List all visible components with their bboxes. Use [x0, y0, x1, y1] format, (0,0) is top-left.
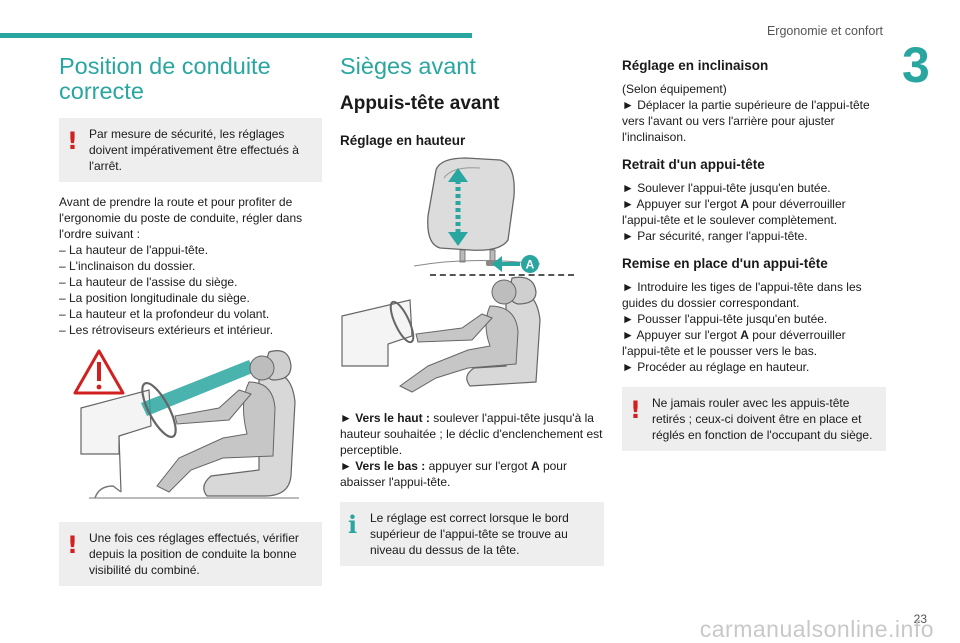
- headrest-illustration: A: [413, 157, 541, 274]
- info-box: i Le réglage est correct lorsque le bord…: [340, 502, 604, 567]
- column-driving-position: Position de conduite correcte ! Par mesu…: [59, 53, 322, 587]
- warning-box-headrest: ! Ne jamais rouler avec les appuis-tête …: [622, 387, 886, 451]
- section-title: Ergonomie et confort: [766, 24, 883, 38]
- warning-box: ! Par mesure de sécurité, les réglages d…: [59, 118, 322, 183]
- down-label: ► Vers le bas :: [340, 459, 426, 474]
- instruction-down: ► Vers le bas : appuyer sur l'ergot A po…: [340, 459, 567, 490]
- up-label: ► Vers le haut :: [340, 411, 430, 426]
- heading-driving-position: Position de conduite correcte: [59, 53, 271, 105]
- warning-text: Par mesure de sécurité, les réglages doi…: [89, 127, 299, 174]
- step-3: – La hauteur de l'assise du siège.: [59, 275, 238, 290]
- exclamation-icon: !: [630, 396, 641, 424]
- column-headrest-adjustments: Réglage en inclinaison (Selon équipement…: [622, 58, 886, 451]
- step-4: – La position longitudinale du siège.: [59, 291, 250, 306]
- driving-position-illustration: [73, 349, 299, 499]
- info-text: Le réglage est correct lorsque le bord s…: [370, 511, 569, 558]
- warning-text: Une fois ces réglages effectués, vérifie…: [89, 531, 299, 578]
- step-1: – La hauteur de l'appui-tête.: [59, 243, 209, 258]
- step-6: – Les rétroviseurs extérieurs et intérie…: [59, 323, 274, 338]
- refit-step-4: ► Procéder au réglage en hauteur.: [622, 360, 810, 374]
- remove-step-1: ► Soulever l'appui-tête jusqu'en butée.: [622, 181, 831, 195]
- header-accent-bar: [0, 33, 472, 38]
- intro-text: Avant de prendre la route et pour profit…: [59, 195, 303, 242]
- exclamation-icon: !: [67, 531, 78, 560]
- tilt-note: (Selon équipement): [622, 82, 727, 96]
- remove-step-2: ► Appuyer sur l'ergot A pour déverrouill…: [622, 197, 846, 227]
- warning-text: Ne jamais rouler avec les appuis-tête re…: [652, 396, 873, 442]
- watermark: carmanualsonline.info: [699, 616, 934, 642]
- exclamation-icon: !: [67, 127, 78, 156]
- heading-front-seats: Sièges avant: [340, 53, 476, 79]
- page-number: 23: [913, 612, 927, 626]
- instruction-up: ► Vers le haut : soulever l'appui-tête j…: [340, 411, 603, 458]
- column-front-seats: Sièges avant Appuis-tête avant Réglage e…: [340, 53, 604, 567]
- warning-triangle-icon: [73, 349, 125, 395]
- step-2: – L'inclinaison du dossier.: [59, 259, 196, 274]
- callout-a: A: [526, 258, 535, 272]
- chapter-number: 3: [902, 37, 930, 93]
- subheading-head-restraints: Appuis-tête avant: [340, 93, 500, 115]
- heading-height-adjustment: Réglage en hauteur: [340, 133, 466, 149]
- step-5: – La hauteur et la profondeur du volant.: [59, 307, 270, 322]
- info-icon: i: [348, 510, 358, 540]
- refit-step-2: ► Pousser l'appui-tête jusqu'en butée.: [622, 312, 828, 326]
- driver-headrest-illustration: [341, 276, 541, 393]
- refit-step-3: ► Appuyer sur l'ergot A pour déverrouill…: [622, 328, 846, 358]
- heading-remove-headrest: Retrait d'un appui-tête: [622, 157, 765, 172]
- remove-step-3: ► Par sécurité, ranger l'appui-tête.: [622, 229, 808, 243]
- warning-box-visibility: ! Une fois ces réglages effectués, vérif…: [59, 522, 322, 587]
- refit-step-1: ► Introduire les tiges de l'appui-tête d…: [622, 280, 862, 310]
- tilt-instruction: ► Déplacer la partie supérieure de l'app…: [622, 98, 870, 144]
- heading-refit-headrest: Remise en place d'un appui-tête: [622, 256, 828, 271]
- heading-tilt-adjustment: Réglage en inclinaison: [622, 58, 769, 73]
